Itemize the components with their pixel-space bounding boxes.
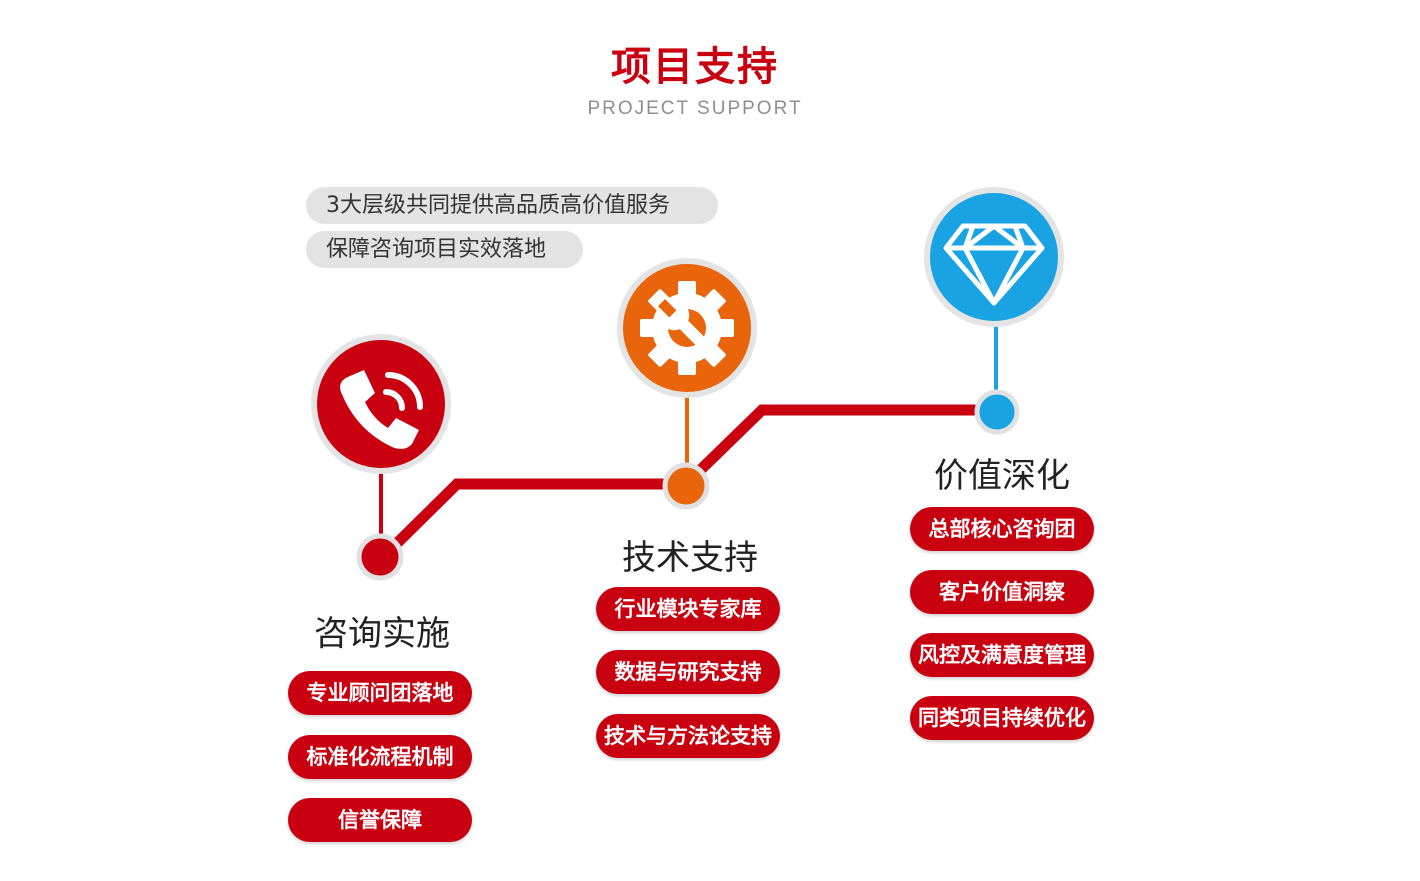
page-title: 项目支持 bbox=[611, 44, 779, 90]
feature-pill: 行业模块专家库 bbox=[596, 587, 780, 631]
feature-pill: 专业顾问团落地 bbox=[288, 671, 472, 715]
stage-title-consulting: 咨询实施 bbox=[314, 614, 450, 654]
feature-pill: 技术与方法论支持 bbox=[596, 714, 780, 758]
feature-pill: 信誉保障 bbox=[288, 798, 472, 842]
feature-pill: 标准化流程机制 bbox=[288, 735, 472, 779]
page-subtitle: PROJECT SUPPORT bbox=[587, 98, 803, 119]
feature-pill: 客户价值洞察 bbox=[910, 570, 1094, 614]
intro-text-2: 保障咨询项目实效落地 bbox=[306, 231, 583, 268]
feature-pill: 数据与研究支持 bbox=[596, 650, 780, 694]
stage-title-value-deepening: 价值深化 bbox=[934, 456, 1070, 496]
intro-text-1: 3大层级共同提供高品质高价值服务 bbox=[306, 187, 718, 224]
stage-node-2 bbox=[662, 462, 710, 510]
gear-wrench-icon bbox=[617, 258, 757, 398]
diamond-icon bbox=[924, 187, 1064, 327]
feature-pill: 同类项目持续优化 bbox=[910, 696, 1094, 740]
feature-pill: 总部核心咨询团 bbox=[910, 507, 1094, 551]
phone-icon bbox=[311, 334, 451, 474]
stage-node-3 bbox=[974, 389, 1020, 435]
stage-title-tech-support: 技术支持 bbox=[622, 538, 758, 578]
feature-pill: 风控及满意度管理 bbox=[910, 633, 1094, 677]
stage-node-1 bbox=[356, 533, 404, 581]
